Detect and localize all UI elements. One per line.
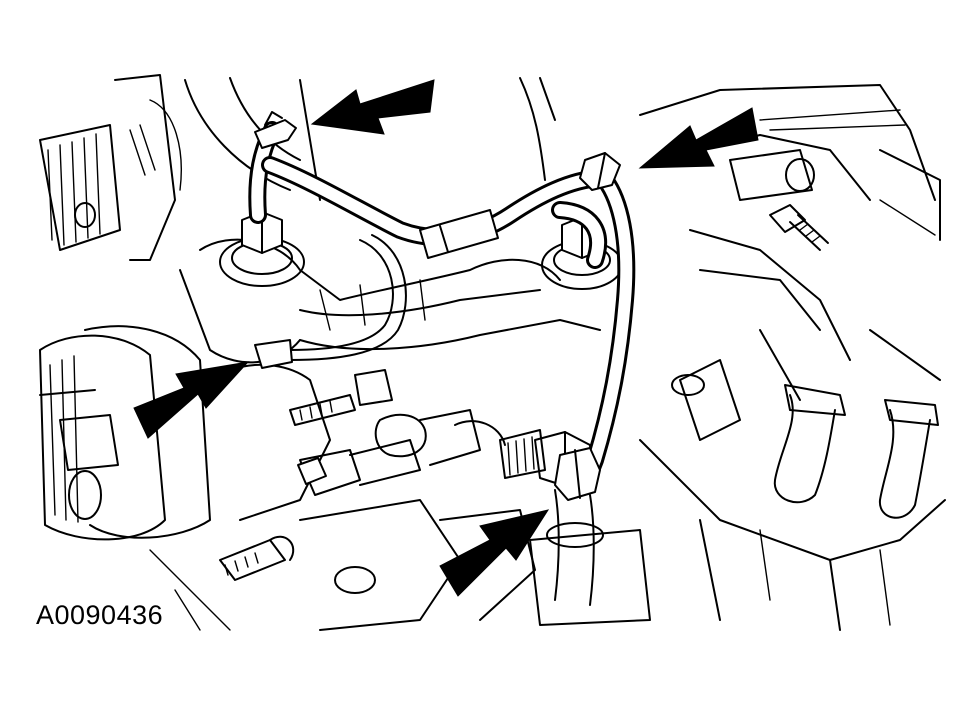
- callout-arrow-top-right: [638, 107, 759, 169]
- callout-arrow-left: [133, 361, 250, 439]
- figure-id-label: A0090436: [36, 600, 164, 630]
- callout-arrow-top-left: [310, 79, 435, 135]
- callout-arrow-bottom: [439, 509, 550, 597]
- tube-harness: [248, 111, 636, 501]
